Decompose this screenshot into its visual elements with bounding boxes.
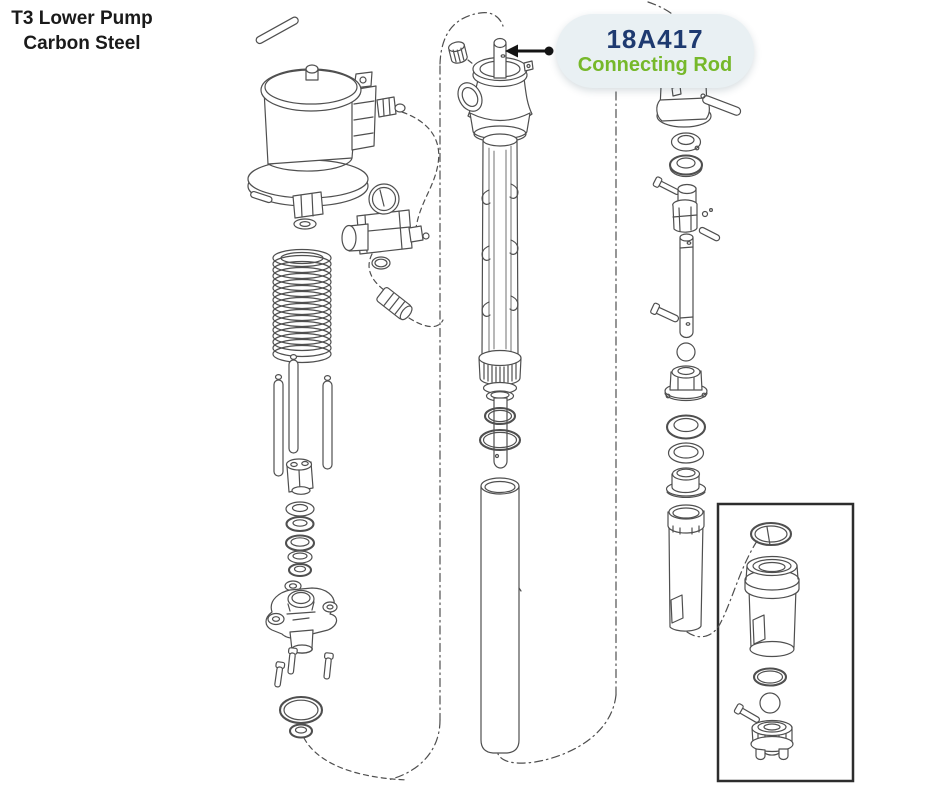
tie-rods: [273, 354, 333, 477]
inset-foot-valve: [750, 719, 794, 761]
pump-tube: [481, 133, 519, 357]
seals-right: [665, 414, 707, 464]
coil-spring: [272, 248, 332, 364]
float-nut: [447, 41, 479, 69]
title-line2: Carbon Steel: [23, 33, 141, 55]
regulator-gauge-assembly: [341, 183, 430, 291]
seal-stack-left: [284, 501, 316, 578]
screw-right: [652, 176, 680, 195]
gland-rod: [255, 16, 299, 45]
part-callout: 18A417 Connecting Rod: [556, 14, 754, 88]
gland-right: [665, 467, 707, 498]
connecting-rod-part: [493, 37, 507, 79]
piston-rod-right: [679, 233, 694, 339]
muffler-fitting: [376, 287, 444, 328]
inset-link-dashes: [686, 540, 758, 638]
inset-ball: [759, 692, 781, 714]
ball-right: [676, 342, 696, 362]
intake-tube-right: [667, 504, 705, 632]
pump-manifold: [265, 580, 338, 654]
pins-right: [650, 226, 721, 323]
inset-o-ring: [752, 667, 788, 687]
cylinder-tube-middle: [480, 477, 522, 754]
title-line1: T3 Lower Pump: [11, 8, 153, 29]
part-name: Connecting Rod: [577, 53, 733, 76]
callout-arrow: [505, 44, 554, 58]
washers-right: [668, 132, 704, 178]
mounting-bolts: [274, 647, 334, 688]
flanged-nut: [664, 365, 708, 402]
washer-left: [288, 723, 314, 739]
boundary-dashes: [303, 1, 679, 781]
packing-nut: [478, 349, 522, 402]
inset-pin: [733, 703, 761, 723]
inset-o-ring-top: [749, 521, 793, 547]
air-motor-assembly: [247, 16, 440, 230]
part-number: 18A417: [606, 24, 704, 55]
page-title: T3 Lower Pump Carbon Steel: [6, 6, 158, 56]
pump-head: [457, 56, 534, 143]
o-rings-middle: [478, 406, 522, 452]
adapter-block: [285, 458, 314, 495]
o-ring-left: [278, 695, 324, 725]
valve-piston: [672, 183, 713, 233]
inset-valve-housing: [744, 555, 800, 658]
